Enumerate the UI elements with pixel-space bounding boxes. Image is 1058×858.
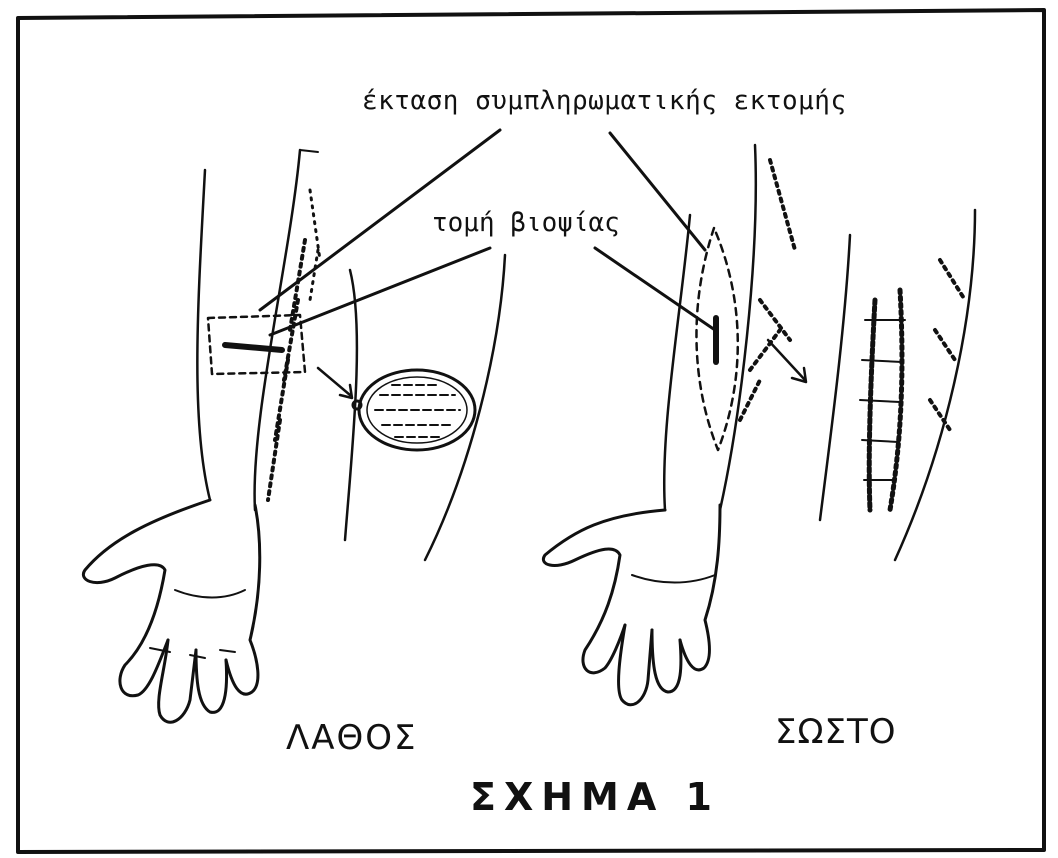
- right-forearm: [664, 145, 795, 510]
- left-arrows: [318, 368, 352, 398]
- left-forearm: [197, 150, 320, 510]
- wrong-label: ΛΑΘΟΣ: [286, 718, 418, 758]
- right-ellipse-excision: [696, 228, 737, 450]
- biopsy-incision-label: τομή βιοψίας: [432, 208, 620, 238]
- right-hand: [543, 505, 720, 705]
- biopsy-leader-lines: [270, 248, 715, 335]
- left-excision-box: [208, 315, 305, 374]
- excision-extent-label: έκταση συμπληρωματικής εκτομής: [362, 86, 847, 116]
- correct-label: ΣΩΣΤΟ: [775, 712, 896, 752]
- left-lesion-closeup: [345, 255, 505, 560]
- right-arrows: [768, 340, 806, 382]
- left-hand: [83, 500, 259, 722]
- figure-title: ΣΧΗΜΑ 1: [470, 775, 720, 819]
- right-scar-closeup: [820, 210, 975, 560]
